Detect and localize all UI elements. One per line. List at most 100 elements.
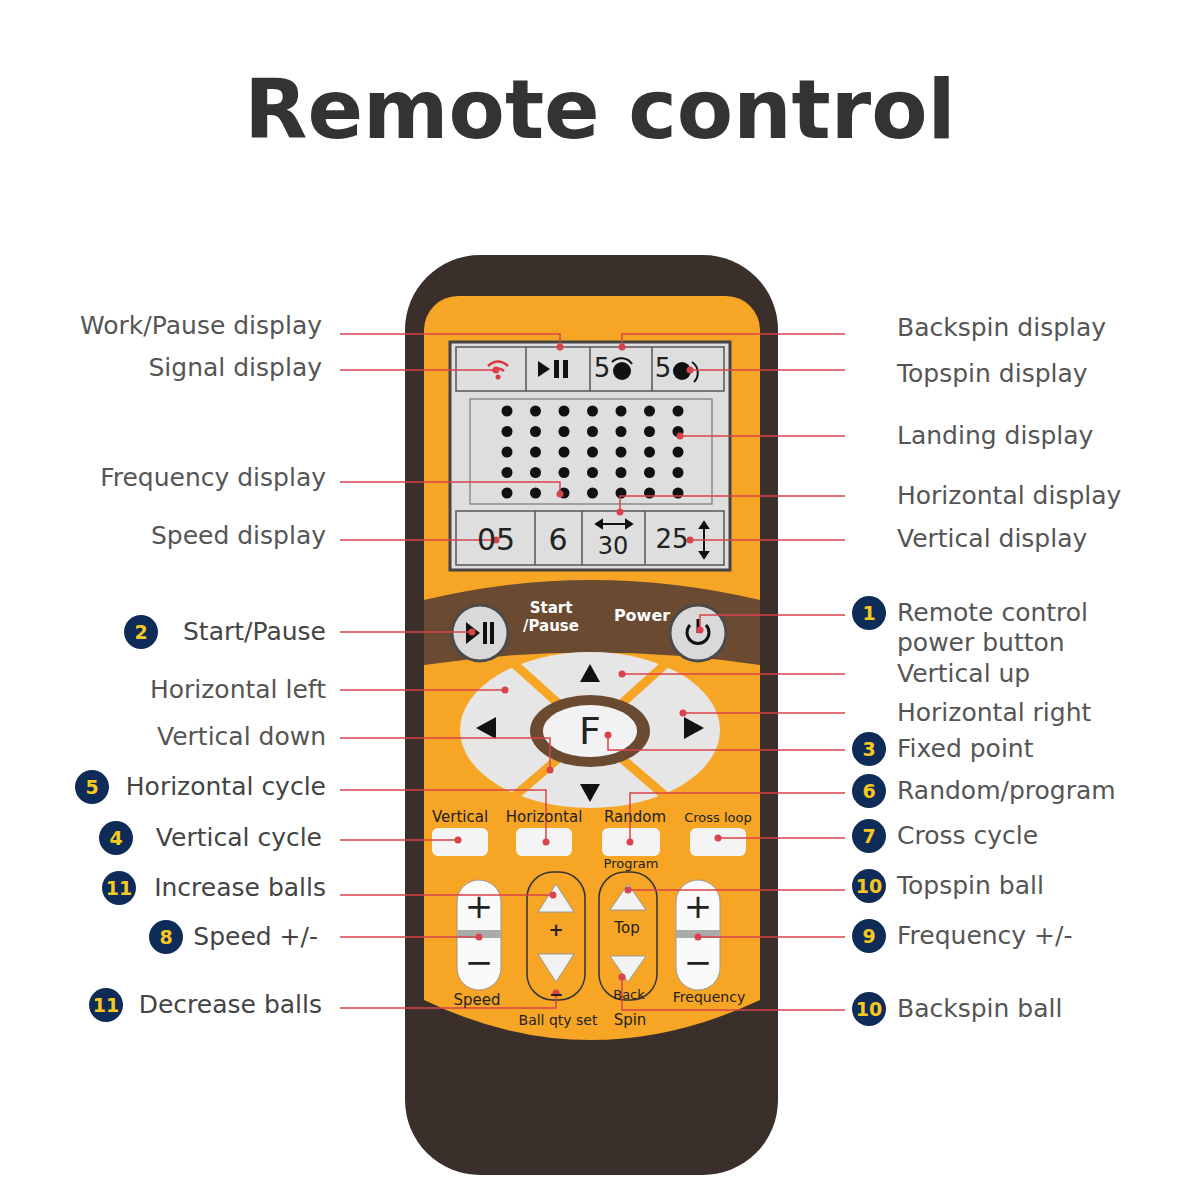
button-label: Topspin ball <box>897 871 1044 901</box>
topspin-icon <box>673 362 698 382</box>
callout-number: 9 <box>852 919 886 953</box>
button-label: Vertical cycle <box>156 823 322 853</box>
landing-dots <box>502 406 684 499</box>
lcd-value: 6 <box>548 522 567 558</box>
spin-rocker <box>599 872 657 1000</box>
button-label: Decrease balls <box>139 990 322 1020</box>
display-label: Frequency display <box>100 463 326 493</box>
title: Remote control <box>0 62 1200 157</box>
callout-number: 5 <box>75 770 109 804</box>
speed-rocker <box>457 880 501 990</box>
display-label: Speed display <box>151 521 326 551</box>
work-pause-icon <box>538 360 568 378</box>
lcd-landing-area <box>470 399 712 504</box>
leader-dots <box>455 344 722 997</box>
ball-decrease <box>538 954 574 982</box>
lcd-bottom-row <box>456 511 724 565</box>
button-label: Horizontal left <box>150 675 326 705</box>
button-label: Fixed point <box>897 734 1034 764</box>
display-label: Landing display <box>897 421 1093 451</box>
display-label: Vertical display <box>897 524 1087 554</box>
button-sign: − <box>684 942 713 983</box>
button-text: Top <box>614 919 639 937</box>
button-label: Vertical down <box>157 722 326 752</box>
backspin-button <box>610 956 646 982</box>
lcd-value: 05 <box>477 522 515 558</box>
callout-number: 2 <box>124 615 158 649</box>
button-label: Horizontal right <box>897 698 1091 728</box>
button-text: Back <box>613 987 645 1003</box>
leader-lines <box>340 334 845 1010</box>
button-text: Frequency <box>673 989 745 1006</box>
button-sign: + <box>465 886 494 927</box>
button-sign: + <box>684 886 713 927</box>
button-sign: − <box>465 942 494 983</box>
button-text: Program <box>604 856 659 872</box>
power-button <box>670 605 726 661</box>
down-arrow <box>580 784 600 802</box>
fixed-point-ring <box>530 695 650 767</box>
display-label: Work/Pause display <box>80 311 322 341</box>
button-text: Spin <box>614 1011 647 1029</box>
up-arrow <box>580 664 600 682</box>
callout-number: 4 <box>99 821 133 855</box>
topspin-button <box>610 884 646 910</box>
callout-number: 11 <box>102 871 136 905</box>
lcd-value: 30 <box>598 532 629 561</box>
lcd-value: 5 <box>594 353 611 384</box>
cross-loop-button <box>690 828 746 856</box>
direction-pad <box>460 652 720 808</box>
callout-number: 10 <box>852 992 886 1026</box>
button-text: Cross loop <box>684 810 752 826</box>
callout-number: 6 <box>852 774 886 808</box>
right-arrow <box>684 717 704 739</box>
button-text: Power <box>614 606 670 625</box>
remote-face <box>424 296 760 1046</box>
vertical-button <box>432 828 488 856</box>
button-label: Increase balls <box>154 873 326 903</box>
button-label: Horizontal cycle <box>126 772 326 802</box>
lcd-value: 5 <box>655 353 672 384</box>
frequency-rocker <box>676 880 720 990</box>
button-text: F <box>579 709 601 755</box>
callout-number: 7 <box>852 819 886 853</box>
ball-increase <box>538 884 574 912</box>
lcd-top-row <box>456 347 724 391</box>
button-text: Speed <box>453 991 500 1009</box>
button-label: Frequency +/- <box>897 921 1073 951</box>
button-text: Vertical <box>432 808 488 826</box>
display-label: Horizontal display <box>897 481 1121 511</box>
button-label: Backspin ball <box>897 994 1062 1024</box>
callout-number: 1 <box>852 596 886 630</box>
random-button <box>602 828 660 856</box>
button-sign: + <box>548 919 563 941</box>
callout-number: 10 <box>852 869 886 903</box>
start-pause-button <box>452 605 508 661</box>
button-label: Cross cycle <box>897 821 1038 851</box>
button-text: Start /Pause <box>519 599 583 635</box>
left-arrow <box>476 717 496 739</box>
callout-number: 8 <box>149 920 183 954</box>
ball-qty-rocker <box>527 872 585 1000</box>
callout-number: 3 <box>852 732 886 766</box>
button-label: Speed +/- <box>193 922 318 952</box>
button-label: Remote control power button <box>897 598 1127 658</box>
lcd-value: 25 <box>655 524 688 555</box>
horizontal-button <box>516 828 572 856</box>
display-label: Backspin display <box>897 313 1106 343</box>
horizontal-icon <box>596 520 632 528</box>
display-label: Topspin display <box>897 359 1088 389</box>
button-label: Start/Pause <box>183 617 326 647</box>
callout-number: 11 <box>89 988 123 1022</box>
button-text: Random <box>604 808 666 826</box>
display-label: Signal display <box>148 353 322 383</box>
remote-body <box>405 255 778 1175</box>
backspin-icon <box>612 358 632 380</box>
button-label: Vertical up <box>897 659 1030 689</box>
fixed-point-button <box>543 705 637 757</box>
button-sign: − <box>549 984 563 1004</box>
lcd-screen <box>450 342 730 570</box>
button-label: Random/program <box>897 776 1116 806</box>
button-text: Ball qty set <box>519 1012 598 1029</box>
button-text: Horizontal <box>506 808 583 826</box>
